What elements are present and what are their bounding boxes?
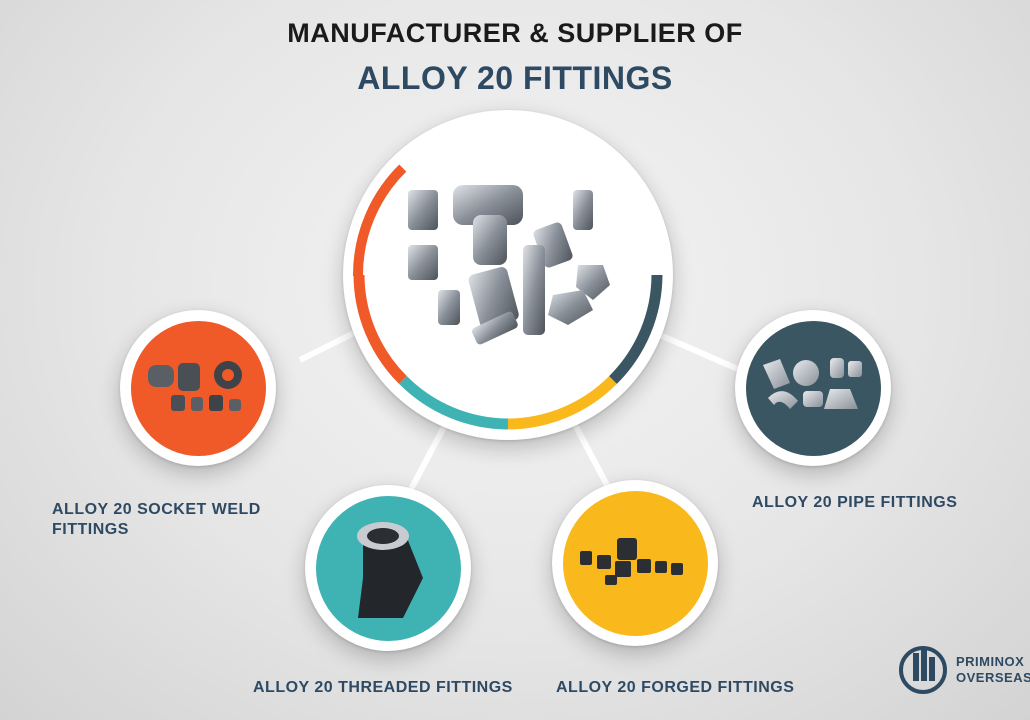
threaded-circle	[305, 485, 471, 651]
forged-label: ALLOY 20 FORGED FITTINGS	[556, 679, 795, 696]
forged-circle	[552, 480, 718, 646]
center-color-ring	[353, 120, 663, 430]
threaded-label: ALLOY 20 THREADED FITTINGS	[253, 679, 513, 696]
pipe-label: ALLOY 20 PIPE FITTINGS	[752, 494, 958, 511]
connector-socket-weld	[298, 327, 362, 363]
threaded-image	[315, 495, 461, 641]
center-fittings-image	[370, 137, 646, 413]
pipe-circle	[735, 310, 891, 466]
priminox-logo-icon	[899, 646, 947, 694]
ring-arcs	[353, 274, 663, 430]
socket-weld-image	[130, 320, 266, 456]
socket-weld-label-line2: FITTINGS	[52, 521, 129, 538]
center-product-circle	[343, 110, 673, 440]
threaded-elbow-icon	[357, 522, 423, 618]
priminox-logo-text: PRIMINOX OVERSEAS	[956, 654, 1030, 686]
pipe-image	[745, 320, 881, 456]
pipe-fittings-icon	[763, 358, 862, 409]
forged-image	[562, 490, 708, 636]
priminox-logo: PRIMINOX OVERSEAS	[898, 645, 1030, 695]
socket-weld-label-line1: ALLOY 20 SOCKET WELD	[52, 501, 261, 518]
socket-weld-circle	[120, 310, 276, 466]
logo-name-line1: PRIMINOX	[956, 654, 1025, 669]
fittings-collection-icon	[408, 185, 610, 345]
headline-product: ALLOY 20 FITTINGS	[357, 60, 673, 96]
socket-weld-fittings-icon	[148, 361, 242, 411]
connector-pipe	[658, 332, 742, 373]
logo-name-line2: OVERSEAS	[956, 670, 1030, 685]
socket-weld-label: ALLOY 20 SOCKET WELD FITTINGS	[52, 500, 261, 540]
forged-fittings-icon	[580, 538, 683, 585]
headline-manufacturer: MANUFACTURER & SUPPLIER OF	[287, 18, 743, 48]
